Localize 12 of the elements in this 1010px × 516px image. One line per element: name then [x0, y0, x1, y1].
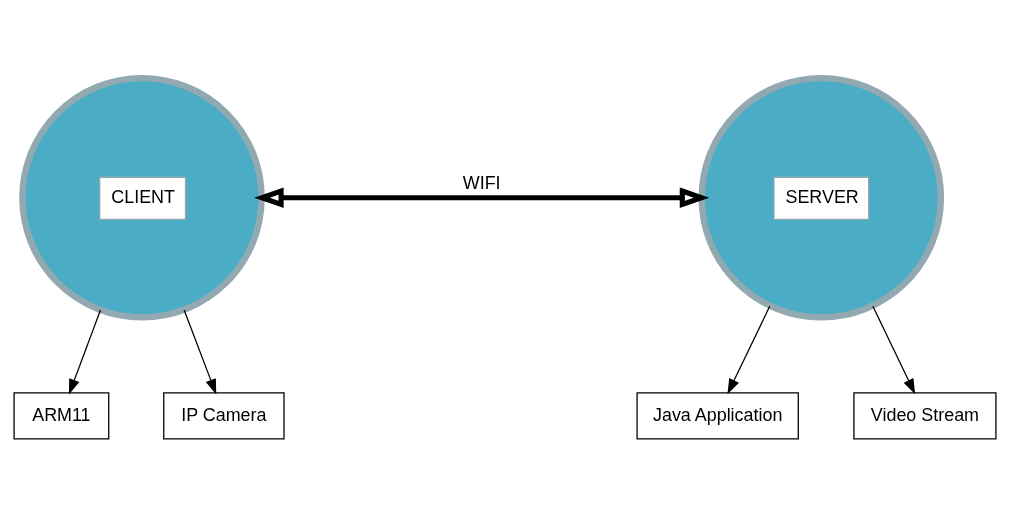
node-box: ARM11	[13, 391, 110, 439]
arrow	[68, 308, 102, 395]
arrow	[183, 308, 217, 395]
arrow	[254, 186, 710, 208]
node-box: Video Stream	[853, 391, 997, 439]
node-box: Java Application	[636, 391, 799, 439]
node-circle: SERVER	[698, 74, 945, 321]
node-circle: CLIENT	[19, 74, 265, 321]
edge-label: WIFI	[462, 172, 501, 193]
node-box: IP Camera	[163, 391, 285, 439]
arrow	[727, 305, 771, 394]
arrow	[872, 305, 916, 394]
